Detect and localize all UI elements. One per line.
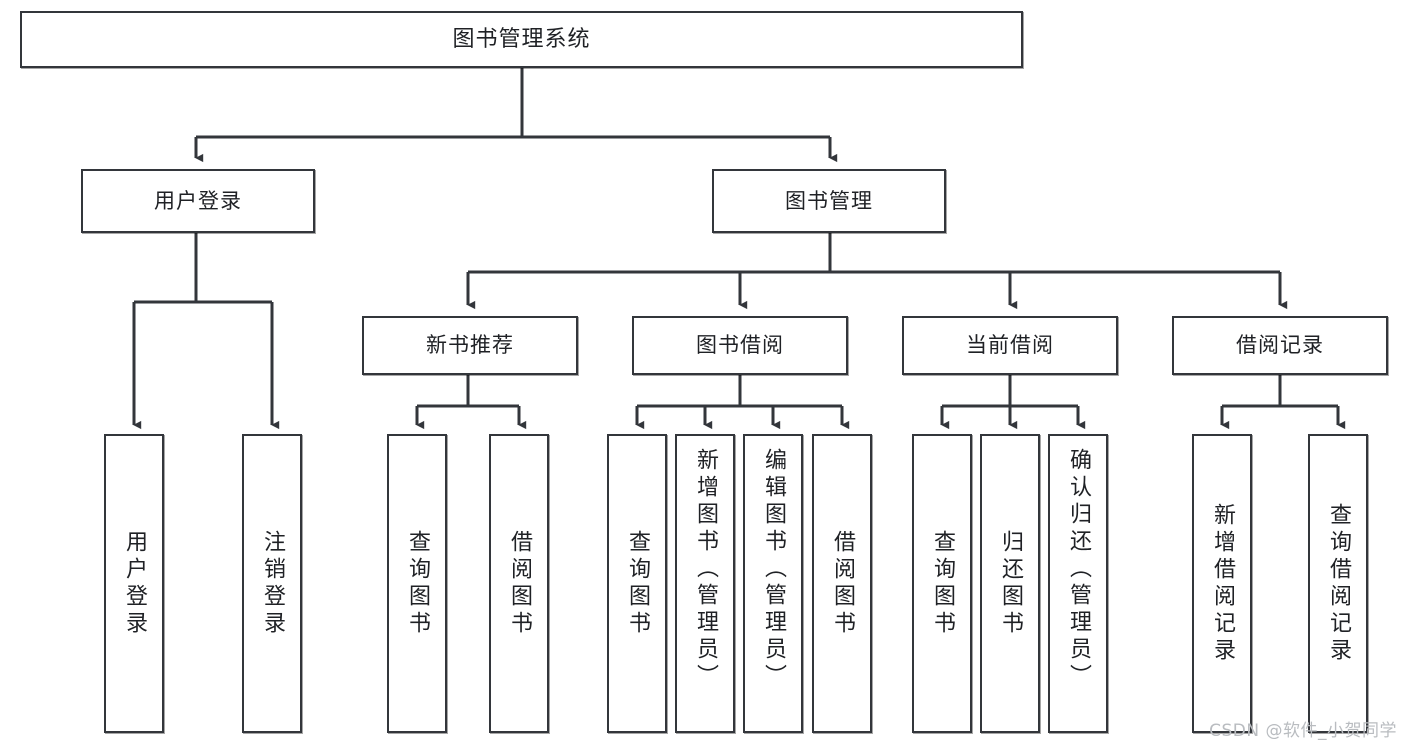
node-leaf-add-book[interactable]: 新增图书（管理员） [675, 434, 735, 733]
node-label: 图书借阅 [696, 333, 784, 358]
node-label: 编辑图书（管理员） [761, 448, 786, 691]
node-label: 图书管理系统 [452, 26, 591, 52]
node-label: 图书管理 [785, 188, 873, 213]
node-leaf-logout-login[interactable]: 注销登录 [242, 434, 302, 733]
node-leaf-return-book[interactable]: 归还图书 [980, 434, 1040, 733]
node-label: 借阅图书 [830, 529, 855, 638]
node-book-manage[interactable]: 图书管理 [712, 169, 946, 233]
node-leaf-query-book-1[interactable]: 查询图书 [387, 434, 447, 733]
node-label: 当前借阅 [966, 333, 1054, 358]
node-user-login[interactable]: 用户登录 [81, 169, 315, 233]
node-leaf-add-record[interactable]: 新增借阅记录 [1192, 434, 1252, 733]
node-label: 确认归还（管理员） [1066, 448, 1091, 691]
node-leaf-query-book-2[interactable]: 查询图书 [607, 434, 667, 733]
node-label: 新增借阅记录 [1210, 502, 1235, 665]
node-leaf-borrow-book-2[interactable]: 借阅图书 [812, 434, 872, 733]
node-label: 新书推荐 [426, 333, 514, 358]
node-leaf-borrow-book-1[interactable]: 借阅图书 [489, 434, 549, 733]
node-new-book-recommend[interactable]: 新书推荐 [362, 316, 578, 375]
node-root-system[interactable]: 图书管理系统 [20, 11, 1023, 68]
node-label: 查询图书 [930, 529, 955, 638]
node-label: 注销登录 [260, 529, 285, 638]
node-label: 新增图书（管理员） [693, 448, 718, 691]
node-leaf-query-book-3[interactable]: 查询图书 [912, 434, 972, 733]
node-current-borrow[interactable]: 当前借阅 [902, 316, 1118, 375]
node-label: 查询图书 [625, 529, 650, 638]
node-borrow-record[interactable]: 借阅记录 [1172, 316, 1388, 375]
node-leaf-query-record[interactable]: 查询借阅记录 [1308, 434, 1368, 733]
node-leaf-edit-book[interactable]: 编辑图书（管理员） [743, 434, 803, 733]
node-label: 查询图书 [405, 529, 430, 638]
node-label: 归还图书 [998, 529, 1023, 638]
node-label: 借阅记录 [1236, 333, 1324, 358]
node-leaf-user-login[interactable]: 用户登录 [104, 434, 164, 733]
csdn-watermark: CSDN @软件_小贺同学 [1209, 721, 1397, 741]
node-label: 用户登录 [154, 188, 242, 213]
node-book-borrow[interactable]: 图书借阅 [632, 316, 848, 375]
node-label: 用户登录 [122, 529, 147, 638]
node-leaf-confirm-return[interactable]: 确认归还（管理员） [1048, 434, 1108, 733]
node-label: 借阅图书 [507, 529, 532, 638]
node-label: 查询借阅记录 [1326, 502, 1351, 665]
